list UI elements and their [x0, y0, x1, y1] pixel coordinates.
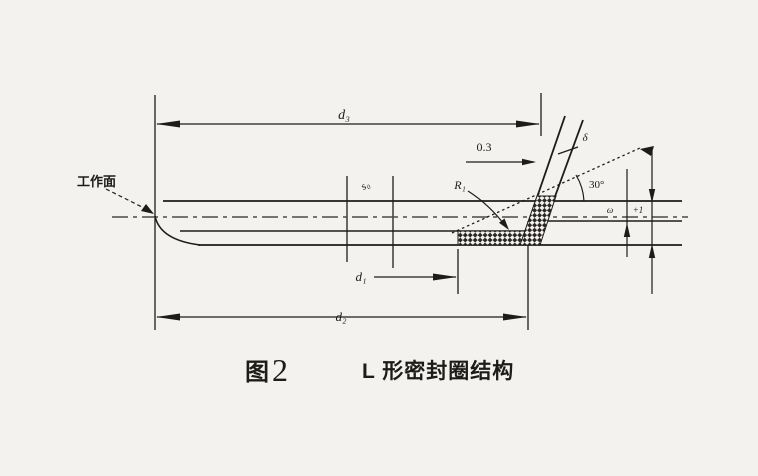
tiny-left-label: ω	[607, 205, 613, 215]
chamfer-label: 0.3	[477, 140, 492, 154]
delta-label: δ	[582, 132, 588, 144]
s0-label: s₀	[359, 178, 373, 193]
caption-number: 2	[272, 352, 288, 388]
d2-right-arrow	[503, 313, 527, 321]
d1-right-arrow	[433, 273, 457, 281]
dotted-line-end-arrow	[640, 146, 654, 156]
angle-callout: 30°	[451, 146, 654, 234]
height2-up-arrow	[648, 244, 656, 258]
angle-label: 30°	[589, 179, 604, 191]
working-face-label: 工作面	[77, 174, 116, 189]
d2-dimension: d₂	[156, 309, 527, 324]
d2-left-arrow	[156, 313, 180, 321]
d3-left-arrow	[156, 120, 180, 128]
tiny-right-label: +1	[633, 205, 644, 215]
caption-prefix: 图	[245, 359, 269, 386]
d1-label: d₁	[355, 269, 366, 284]
angle-reference-dotted-line	[451, 147, 641, 234]
delta-tick-line	[557, 146, 579, 155]
working-face-callout: 工作面	[77, 174, 154, 214]
d2-label: d₂	[335, 309, 347, 324]
chamfer-leader-arrow	[522, 158, 536, 166]
r1-callout: R₁	[453, 178, 509, 230]
d3-right-arrow	[516, 120, 540, 128]
left-profile-curve	[154, 215, 201, 246]
height1-up-arrow	[623, 223, 631, 237]
figure-caption: 图 2 L 形密封圈结构	[245, 352, 514, 388]
lip-thickness-callout: δ	[557, 132, 588, 155]
d3-label: d₃	[338, 108, 350, 123]
working-face-arrow	[141, 204, 154, 214]
seal-cross-section	[457, 195, 557, 246]
chamfer-callout: 0.3	[466, 140, 536, 166]
height2-down-arrow	[648, 189, 656, 203]
d3-dimension: d₃	[156, 108, 540, 128]
extension-lines	[154, 93, 542, 330]
working-face-leader	[105, 188, 151, 212]
seal-lip-base	[519, 195, 557, 246]
angle-arc	[575, 174, 585, 202]
r1-label: R₁	[453, 178, 466, 192]
r1-leader-arrow	[499, 218, 509, 230]
right-height-dimensions: ω +1	[607, 151, 656, 294]
caption-title: L 形密封圈结构	[362, 359, 514, 383]
d1-dimension: d₁	[355, 269, 457, 284]
